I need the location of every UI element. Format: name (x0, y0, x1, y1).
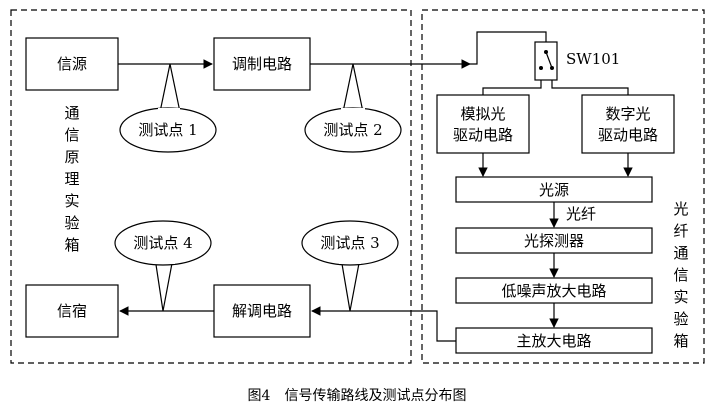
test-point-1: 测试点 1 (119, 63, 217, 153)
test-point-4: 测试点 4 (114, 220, 212, 312)
modulator-label: 调制电路 (232, 55, 292, 73)
wire-switch-to-analog (482, 80, 542, 95)
svg-text:通信原理实验箱: 通信原理实验箱 (64, 104, 79, 254)
light-source-block (455, 176, 653, 203)
comm-principle-box-frame (10, 9, 412, 364)
digital-driver-line1: 数字光 (605, 105, 650, 123)
sink-label: 信宿 (57, 302, 87, 320)
analog-driver-line1: 模拟光 (460, 105, 505, 123)
comm-principle-title: 通信原理实验箱 (64, 104, 79, 254)
wire-main-amp-to-demodulator (311, 306, 456, 342)
test-point-2-label: 测试点 2 (323, 121, 382, 139)
switch-label: SW101 (566, 50, 620, 68)
main-amp-block (455, 327, 653, 354)
demodulator-block (213, 284, 311, 338)
digital-driver-line2: 驱动电路 (598, 126, 658, 144)
lna-label: 低噪声放大电路 (501, 282, 606, 300)
analog-driver-line2: 驱动电路 (453, 126, 513, 144)
main-amp-label: 主放大电路 (516, 332, 591, 350)
svg-text:光纤通信实验箱: 光纤通信实验箱 (673, 200, 688, 350)
fiber-comm-box-frame (421, 9, 705, 364)
detector-block (455, 227, 653, 254)
fiber-label: 光纤 (566, 205, 596, 223)
fiber-comm-title: 光纤通信实验箱 (673, 200, 688, 350)
test-point-3: 测试点 3 (301, 220, 399, 312)
source-label: 信源 (57, 55, 87, 73)
test-point-3-label: 测试点 3 (320, 234, 379, 252)
wire-switch-to-digital (551, 80, 629, 95)
light-source-label: 光源 (539, 181, 569, 199)
switch-sw101 (534, 41, 558, 81)
wire-switch-input (470, 31, 547, 65)
demodulator-label: 解调电路 (232, 302, 292, 320)
modulator-block (213, 37, 311, 91)
test-point-2: 测试点 2 (304, 63, 402, 153)
figure-caption: 图4 信号传输路线及测试点分布图 (248, 388, 467, 404)
test-point-4-label: 测试点 4 (133, 234, 192, 252)
test-point-1-label: 测试点 1 (138, 121, 197, 139)
digital-driver-block (581, 94, 675, 154)
sink-block (25, 284, 119, 338)
analog-driver-block (436, 94, 530, 154)
detector-label: 光探测器 (524, 232, 584, 250)
